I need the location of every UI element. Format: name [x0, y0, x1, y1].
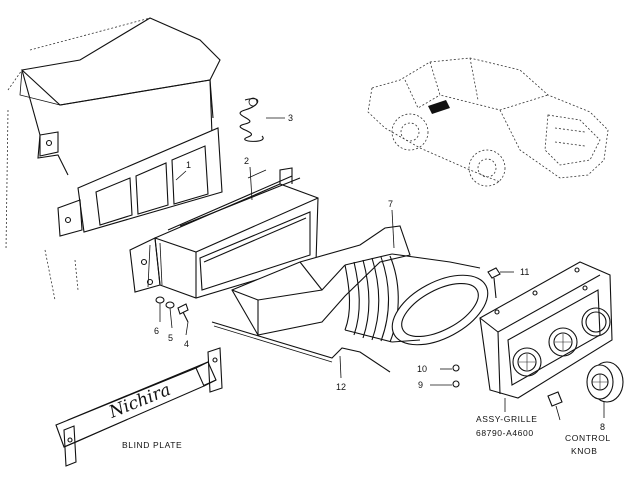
assy-grille-label: ASSY-GRILLE	[476, 414, 538, 424]
clip-part-9	[430, 380, 460, 388]
callout-4: 4	[184, 339, 189, 349]
callout-2: 2	[244, 156, 249, 166]
callout-11: 11	[520, 267, 529, 277]
fasteners-parts-4-5-6	[155, 296, 189, 336]
control-knob-label-2: KNOB	[571, 446, 598, 456]
knob-part-8	[586, 361, 624, 418]
clip-part-10	[440, 364, 460, 372]
nichira-brand-script: Nichira	[105, 380, 173, 423]
callout-8: 8	[600, 422, 605, 432]
screw-part-11	[487, 267, 514, 299]
duct-housing-part-2	[129, 167, 319, 299]
control-knob-small	[547, 391, 563, 421]
callout-10: 10	[417, 364, 427, 374]
callout-6: 6	[154, 326, 159, 336]
blind-plate-label: BLIND PLATE	[122, 440, 182, 450]
car-location-illustration	[367, 57, 609, 187]
flexible-duct-part-7	[231, 225, 489, 346]
callout-3: 3	[288, 113, 293, 123]
control-cable-part-12	[211, 321, 391, 379]
callout-7: 7	[388, 199, 393, 209]
callout-9: 9	[418, 380, 423, 390]
dashboard-panel	[5, 17, 223, 301]
callout-12: 12	[336, 382, 346, 392]
assy-grille-assembly	[479, 261, 613, 399]
blind-plate	[55, 347, 223, 467]
callout-1: 1	[186, 160, 191, 170]
control-knob-label: CONTROL	[565, 433, 611, 443]
spring-part-3	[239, 97, 285, 142]
callout-5: 5	[168, 333, 173, 343]
assy-grille-part-number: 68790-A4600	[476, 428, 534, 438]
